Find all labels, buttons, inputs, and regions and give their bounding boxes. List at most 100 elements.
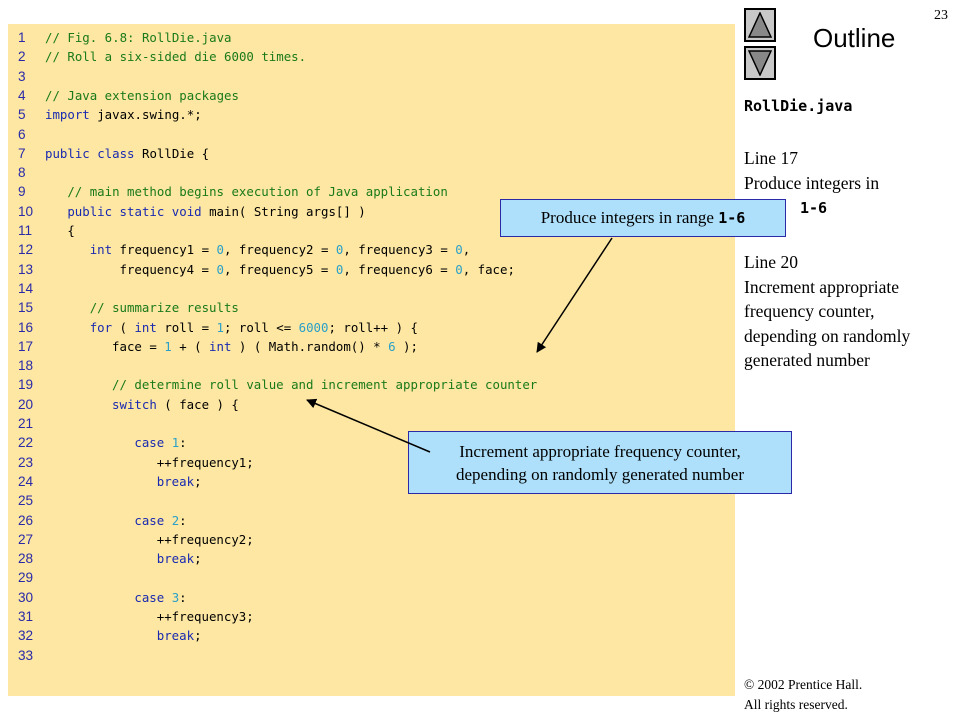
code-token-plain: , frequency2 = [223,242,336,258]
code-token-comment: // summarize results [89,300,239,316]
code-token-plain: ; [194,473,202,489]
code-token-comment: // Fig. 6.8: RollDie.java [45,30,232,45]
page-number: 23 [934,8,948,23]
code-token-plain: + ( [171,338,210,354]
callout-range-text: Produce integers in range [540,208,719,227]
code-token-plain: roll = [156,319,217,335]
code-token-number: 1 [164,338,172,354]
copyright-footer: © 2002 Prentice Hall. All rights reserve… [744,675,862,715]
code-token-plain: , frequency5 = [223,261,336,277]
next-slide-button[interactable] [744,46,776,80]
code-token-keyword: case [134,512,165,528]
triangle-up-icon [748,12,772,38]
note-text-line: generated number [744,350,870,370]
line-number: 8 [18,165,26,181]
code-token-plain: frequency4 = [119,261,217,277]
line-number: 15 [18,300,34,316]
line-number: 14 [18,280,34,296]
line-number: 32 [18,628,34,644]
code-token-plain: RollDie { [134,145,210,161]
outline-title: Outline [813,23,896,53]
code-token-plain: frequency1 = [112,242,217,258]
code-token-number: 6000 [298,319,329,335]
code-text: // main method begins execution of Java … [67,182,447,201]
note-line-17: Line 17 Produce integers in 1-6 [744,146,954,221]
note-heading: Line 20 [744,252,798,272]
code-token-number: 0 [455,261,463,277]
code-token-keyword: switch [112,396,157,412]
line-number: 7 [18,145,26,161]
line-number: 20 [18,396,34,412]
code-token-keyword: import [45,107,90,123]
line-number: 19 [18,377,34,393]
callout-increment-line: depending on randomly generated number [456,465,744,484]
code-token-number: 2 [171,512,180,528]
code-token-keyword: public class [45,145,135,161]
code-token-plain: { [67,223,75,238]
line-number: 13 [18,261,34,277]
previous-slide-button[interactable] [744,8,776,42]
filename: RollDie.java [744,97,853,115]
code-text: switch ( face ) { [112,395,239,414]
code-text: break; [157,472,202,491]
code-token-plain: , frequency3 = [343,242,456,258]
code-text: // determine roll value and increment ap… [112,375,537,394]
note-heading: Line 17 [744,148,798,168]
callout-range-code: 1-6 [718,209,746,227]
code-listing: 1 // Fig. 6.8: RollDie.java 2 // Roll a six… [8,24,735,696]
code-token-plain: ( face ) { [156,396,239,412]
code-token-number: 0 [455,242,463,258]
code-token-keyword: break [156,473,195,489]
code-token-comment: // main method begins execution of Java … [67,184,448,200]
code-text: ++frequency3; [157,607,254,626]
code-text: int frequency1 = 0, frequency2 = 0, freq… [90,240,471,259]
callout-range: Produce integers in range 1-6 [500,199,786,237]
note-text-line: depending on randomly [744,325,911,346]
code-token-number: 0 [335,261,344,277]
code-text: // summarize results [90,298,239,317]
code-text: // Fig. 6.8: RollDie.java [45,28,232,47]
code-token-number: 0 [335,242,344,258]
code-text: face = 1 + ( int ) ( Math.random() * 6 )… [112,337,418,356]
code-token-keyword: case [134,589,165,605]
code-text: // Java extension packages [45,86,239,105]
note-text: Produce integers in [744,172,880,193]
line-number: 18 [18,358,34,374]
line-number: 11 [18,223,33,238]
line-number: 1 [18,30,26,45]
line-number: 28 [18,551,34,567]
code-token-plain: main( String args[] ) [201,203,366,219]
code-token-keyword: int [89,242,113,258]
code-text: break; [157,626,202,645]
code-token-comment: // Roll a six-sided die 6000 times. [45,49,307,65]
line-number: 27 [18,531,34,547]
code-token-plain: face = [112,338,165,354]
code-token-number: 0 [216,242,224,258]
code-token-keyword: int [209,338,232,354]
code-token-keyword: for [89,319,113,335]
line-number: 30 [18,589,34,605]
code-token-plain: , frequency6 = [343,261,456,277]
code-token-plain: ; [194,628,202,644]
code-token-number: 0 [216,261,224,277]
note-code-text: 1-6 [800,199,828,217]
code-token-keyword: break [156,628,195,644]
code-token-comment: // Java extension packages [45,87,239,103]
copyright-text: © 2002 Prentice Hall. [744,677,863,692]
code-token-plain: ( [112,319,135,335]
code-text: for ( int roll = 1; roll <= 6000; roll++… [90,318,418,337]
code-text: // Roll a six-sided die 6000 times. [45,47,306,66]
code-text: break; [157,549,202,568]
line-number: 26 [18,512,34,528]
code-token-comment: // determine roll value and increment ap… [112,377,538,393]
code-token-plain [164,590,171,605]
code-token-plain: ) ( Math.random() * [231,338,389,354]
code-token-plain: : [179,435,187,451]
code-token-plain: javax.swing.*; [89,107,202,123]
code-text: ++frequency2; [157,530,254,549]
code-token-plain: ++frequency2; [156,531,254,547]
line-number: 2 [18,49,26,65]
code-token-keyword: case [134,435,165,451]
callout-increment-line: Increment appropriate frequency counter, [459,442,741,461]
code-token-plain [164,435,171,450]
